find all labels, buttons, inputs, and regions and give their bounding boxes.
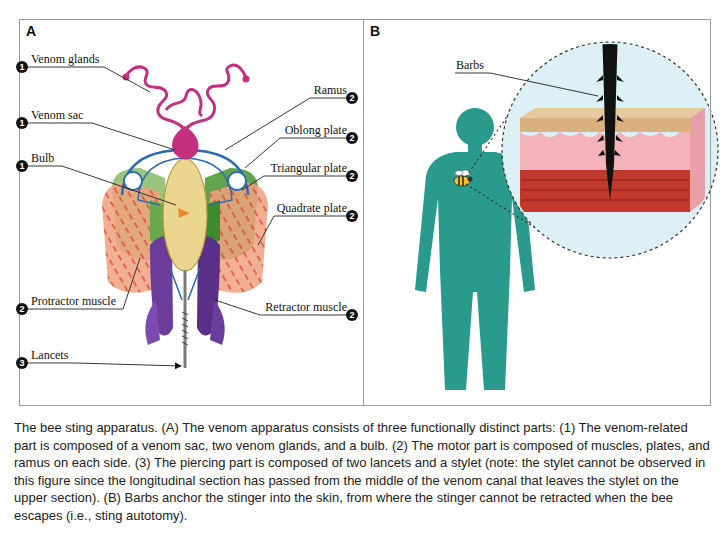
- callout-number: 2: [346, 170, 358, 182]
- callout-number: 1: [16, 117, 28, 129]
- figure-caption: The bee sting apparatus. (A) The venom a…: [14, 419, 710, 524]
- skin-magnifier: [502, 30, 718, 258]
- panel-letter: B: [370, 23, 380, 39]
- part-label: Quadrate plate: [277, 201, 347, 215]
- leader-lines: [22, 67, 352, 366]
- callout-number: 2: [346, 309, 358, 321]
- callout-number: 2: [346, 92, 358, 104]
- callout-number: 3: [16, 357, 28, 369]
- part-label: Triangular plate: [270, 161, 347, 175]
- panel-letter: A: [26, 23, 36, 39]
- part-label: Protractor muscle: [31, 294, 116, 308]
- callout-number: 1: [16, 61, 28, 73]
- part-label: Venom glands: [31, 52, 99, 66]
- part-label: Venom sac: [31, 108, 83, 122]
- part-label: Ramus: [314, 83, 347, 97]
- part-label: Lancets: [31, 348, 68, 362]
- part-label: Bulb: [31, 151, 54, 165]
- callout-number: 1: [16, 160, 28, 172]
- part-label: Oblong plate: [285, 123, 347, 137]
- callout-number: 2: [346, 210, 358, 222]
- venom-apparatus: [102, 65, 268, 368]
- callout-number: 2: [346, 132, 358, 144]
- part-label: Barbs: [456, 58, 484, 72]
- figure-panel: B: [363, 19, 711, 406]
- part-label: Retractor muscle: [265, 300, 347, 314]
- leader-line: [455, 73, 598, 96]
- callout-number: 2: [16, 303, 28, 315]
